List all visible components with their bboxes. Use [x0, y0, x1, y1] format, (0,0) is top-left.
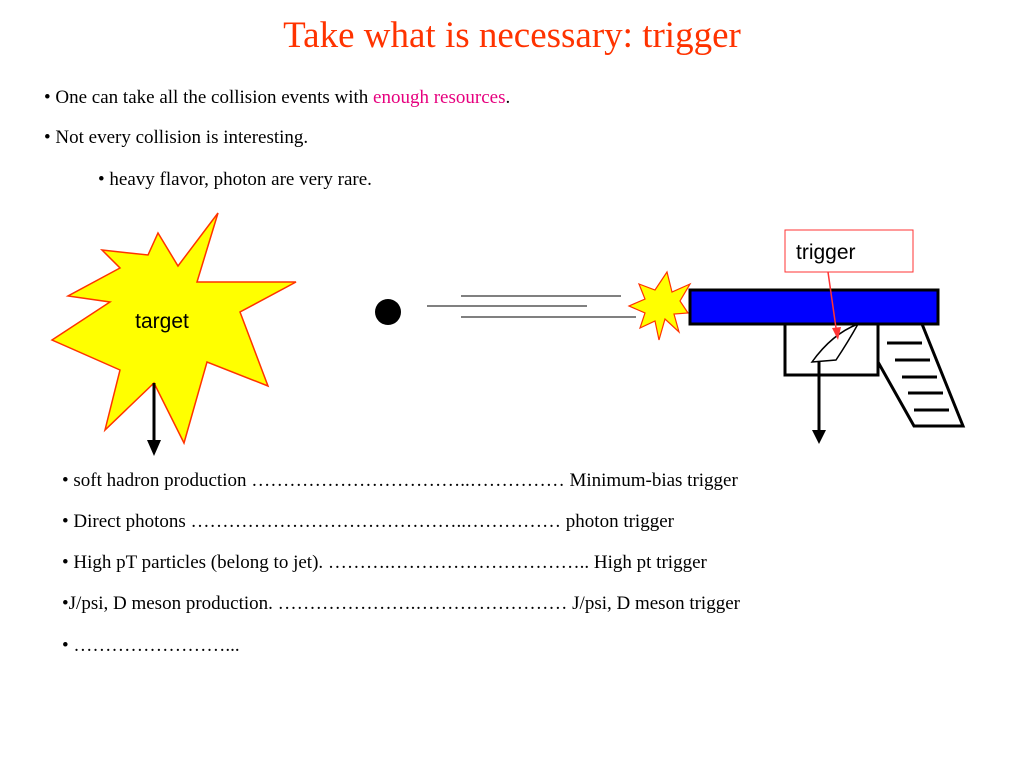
trigger-list-item: •J/psi, D meson production. ………………….……………: [62, 593, 740, 614]
trigger-icon: [810, 322, 860, 363]
bullet-not-interesting: • Not every collision is interesting.: [44, 127, 308, 149]
trigger-list-item: • soft hadron production ……………………………..………: [62, 470, 738, 491]
slide-title: Take what is necessary: trigger: [283, 15, 741, 56]
bullet-text-end: .: [505, 87, 511, 108]
trigger-pointer-arrow: [827, 271, 837, 329]
bullet-text: heavy flavor, photon are very rare.: [104, 169, 372, 190]
target-explosion-icon: [50, 212, 297, 446]
bullet-marker: •: [44, 87, 51, 108]
bullet-marker: •: [98, 169, 105, 190]
trigger-callout-box: [784, 229, 914, 273]
trigger-pointer-arrowhead-icon: [832, 327, 841, 340]
bullet-marker: •: [44, 127, 51, 148]
target-arrowhead-icon: [147, 440, 161, 456]
gun-arrowhead-icon: [812, 430, 826, 444]
bullet-text: Not every collision is interesting.: [50, 127, 309, 148]
gun-barrel-icon: [688, 288, 940, 326]
trigger-list-item: • Direct photons ……………………………………..…………… p…: [62, 511, 674, 532]
trigger-list-item: • High pT particles (belong to jet). …………: [62, 552, 707, 573]
sub-bullet-rare: • heavy flavor, photon are very rare.: [98, 169, 372, 191]
bullet-accent-text: enough resources: [373, 87, 506, 108]
bullet-enough-resources: • One can take all the collision events …: [44, 87, 510, 109]
target-label: target: [135, 310, 189, 333]
trigger-callout-label: trigger: [796, 241, 856, 264]
projectile-ball-icon: [375, 299, 401, 325]
trigger-list-item: • ……………………...: [62, 635, 240, 656]
bullet-text: One can take all the collision events wi…: [50, 87, 374, 108]
gun-grip-icon: [876, 322, 966, 428]
muzzle-flash-icon: [627, 270, 692, 341]
